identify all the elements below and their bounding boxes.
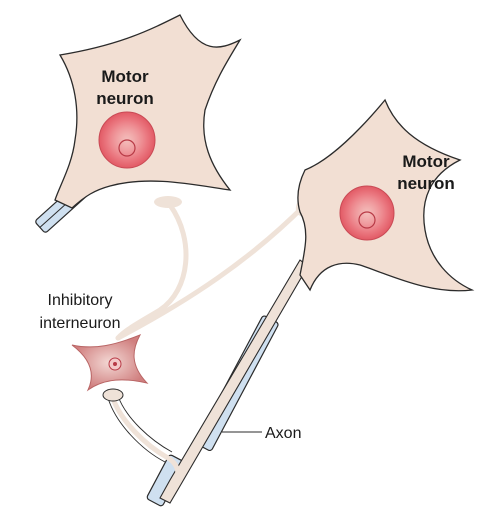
interneuron-terminal bbox=[103, 389, 123, 401]
motor-neuron-1-body bbox=[55, 15, 240, 208]
motor-neuron-2-label-line1: Motor bbox=[402, 152, 450, 171]
motor-neuron-2-label-line2: neuron bbox=[397, 174, 455, 193]
interneuron-label-line1: Inhibitory bbox=[48, 292, 113, 309]
interneuron-nucleolus bbox=[113, 362, 117, 366]
motor-neuron-2-axon bbox=[160, 260, 308, 503]
axon-label: Axon bbox=[265, 425, 301, 442]
motor-neuron-2-nucleus bbox=[340, 186, 394, 240]
motor-neuron-1-label-line1: Motor bbox=[101, 67, 149, 86]
interneuron-label-line2: interneuron bbox=[40, 315, 121, 332]
motor-neuron-1: Motor neuron bbox=[35, 15, 240, 233]
inhibitory-interneuron bbox=[72, 335, 147, 390]
motor-neuron-1-label-line2: neuron bbox=[96, 89, 154, 108]
collateral-terminal-1 bbox=[154, 196, 182, 208]
